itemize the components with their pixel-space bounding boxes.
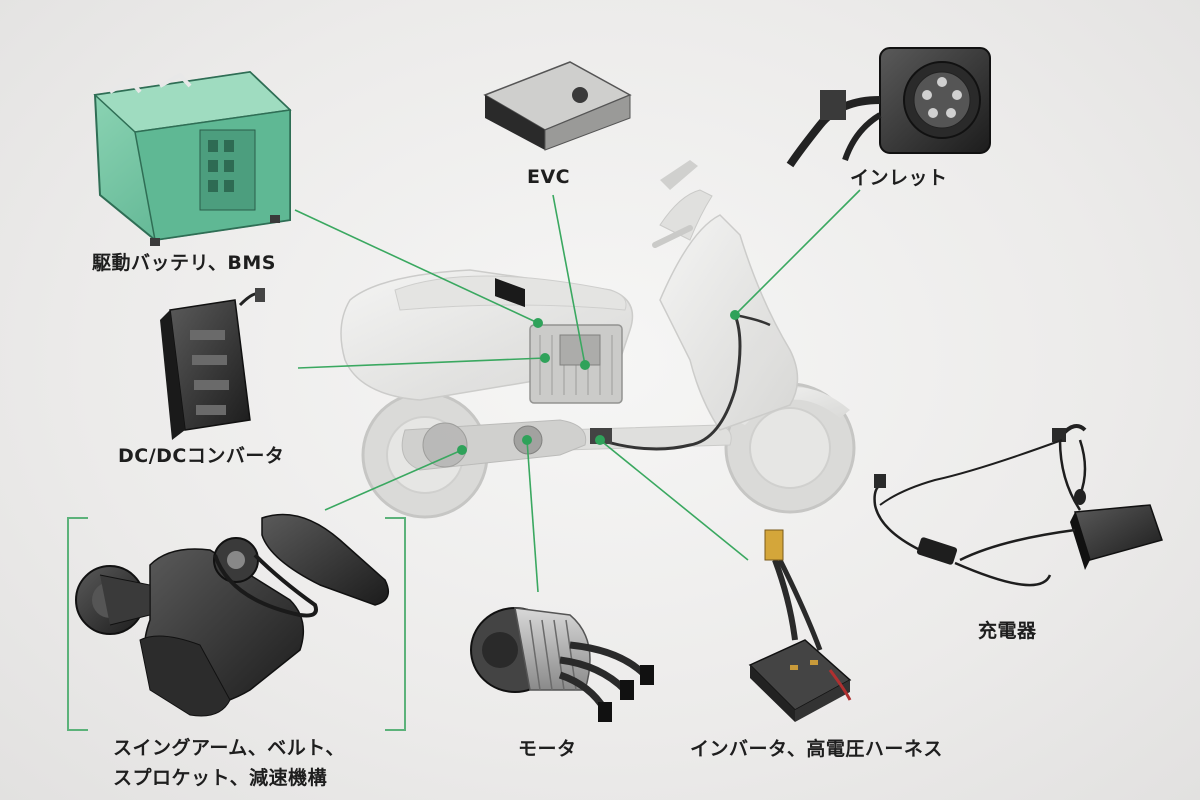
label-motor: モータ [518, 738, 577, 760]
label-dcdc-converter: DC/DCコンバータ [118, 445, 285, 467]
evc-illustration [483, 61, 632, 308]
leader-battery [294, 209, 539, 324]
label-inverter-harness: インバータ、高電圧ハーネス [690, 738, 943, 760]
leader-inverter [599, 439, 749, 561]
label-charger: 充電器 [978, 620, 1037, 642]
label-swingarm-line1: スイングアーム、ベルト、 [113, 737, 345, 759]
label-inlet: インレット [850, 167, 948, 189]
leader-motor [526, 439, 539, 593]
label-battery-bms: 駆動バッテリ、BMS [92, 252, 276, 274]
scooter-silhouette [340, 160, 856, 519]
battery-bms-illustration [93, 70, 292, 246]
leader-lines [294, 189, 861, 593]
charger-illustration [873, 424, 1163, 587]
label-evc: EVC [527, 166, 571, 188]
swingarm-bracket [67, 517, 406, 731]
inverter-illustration [748, 529, 852, 722]
leader-inlet [734, 189, 861, 316]
leader-dots [457, 310, 740, 455]
dcdc-converter-illustration [160, 288, 265, 440]
leader-swingarm [324, 449, 463, 511]
inlet-illustration [786, 47, 991, 168]
motor-illustration [470, 607, 654, 722]
leader-evc [552, 194, 586, 366]
swingarm-illustration [75, 513, 390, 717]
label-swingarm-line2: スプロケット、減速機構 [113, 767, 328, 789]
leader-dcdc [297, 357, 546, 369]
